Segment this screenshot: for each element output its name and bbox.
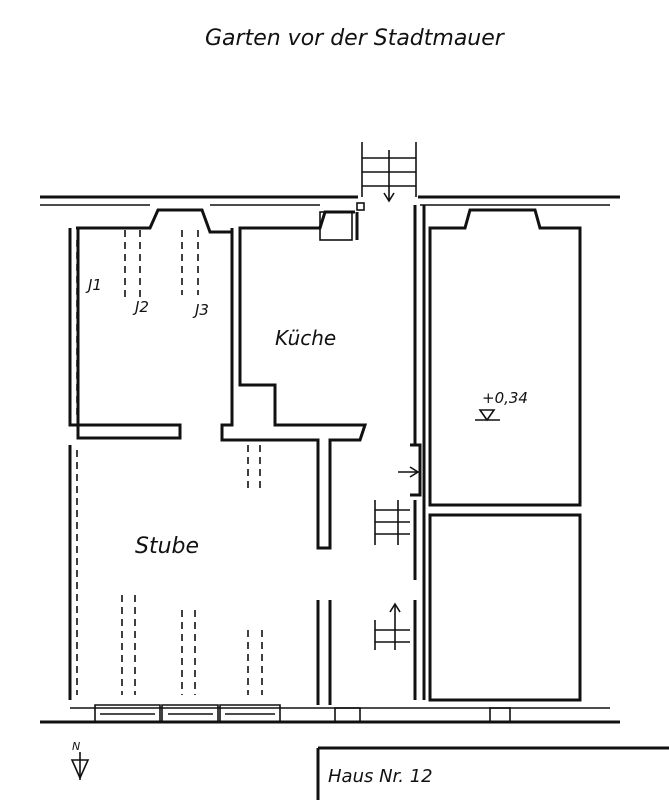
inner-stairs: [374, 500, 410, 650]
corridor: [374, 205, 426, 700]
garden-title: Garten vor der Stadtmauer: [205, 26, 506, 51]
house-number: Haus Nr. 12: [328, 766, 433, 787]
room-upper-left: J1 J2 J3: [68, 208, 234, 440]
windows: [94, 704, 361, 723]
stube-label: Stube: [135, 534, 199, 559]
entrance-stairs: [361, 142, 417, 203]
room-stube: Stube: [68, 445, 361, 723]
label-j3: J3: [192, 301, 209, 319]
level-mark: +0,34: [482, 389, 528, 407]
room-right-upper: +0,34: [428, 208, 582, 507]
svg-text:N: N: [72, 740, 80, 753]
label-j1: J1: [85, 276, 102, 294]
kitchen-label: Küche: [275, 326, 336, 350]
north-arrow-icon: N: [70, 740, 90, 780]
title-block: Haus Nr. 12: [316, 746, 669, 800]
room-kitchen: Küche: [220, 202, 368, 550]
room-right-lower: [428, 513, 582, 723]
label-j2: J2: [132, 298, 149, 316]
